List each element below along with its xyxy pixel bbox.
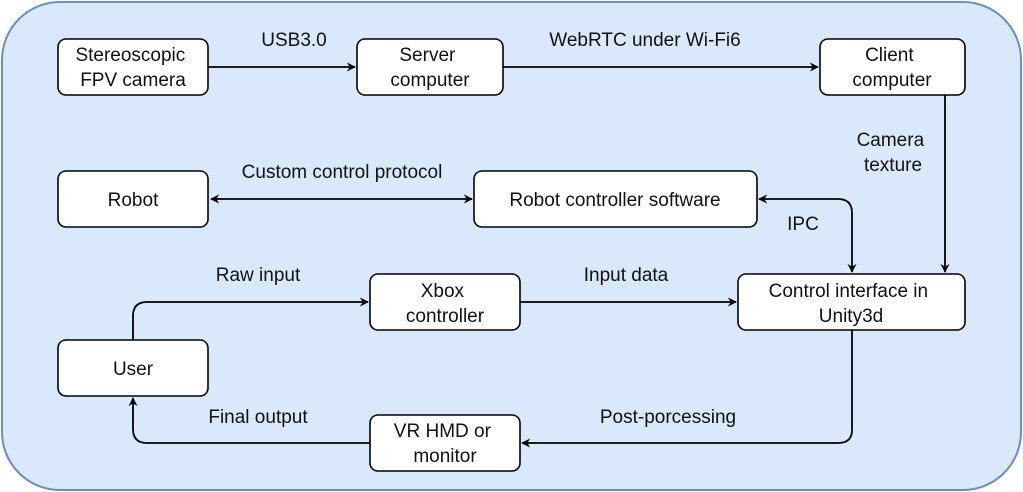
node-camera: Stereoscopic FPV camera [57, 38, 209, 96]
node-hmd-line2: monitor [413, 446, 477, 467]
node-robot-controller: Robot controller software [473, 170, 758, 228]
node-server-box [356, 38, 504, 96]
node-client-label: Client computer [852, 45, 932, 91]
label-ipc: IPC [787, 214, 819, 235]
label-usb: USB3.0 [261, 30, 326, 51]
node-client-line2: computer [852, 70, 932, 91]
label-camera-texture-line2: texture [864, 155, 922, 176]
edge-hmd-to-user [128, 397, 370, 444]
label-camera-texture-line1: Camera [857, 130, 925, 151]
label-post-processing: Post-porcessing [600, 407, 736, 428]
node-camera-label: Stereoscopic FPV camera [75, 45, 190, 91]
node-client-line1: Client [865, 45, 914, 66]
node-camera-box [57, 38, 209, 96]
node-robot-label: Robot [108, 190, 159, 211]
edge-interface-to-hmd [521, 330, 853, 448]
node-server-line1: Server [399, 45, 456, 66]
label-camera-texture: Camera texture [857, 130, 930, 176]
label-raw-input: Raw input [216, 265, 301, 286]
node-user-box [57, 339, 209, 397]
node-control-interface-label: Control interface in Unity3d [769, 281, 934, 327]
node-client: Client computer [819, 38, 966, 96]
node-robot-controller-label: Robot controller software [509, 190, 720, 211]
node-control-interface: Control interface in Unity3d [737, 273, 966, 331]
node-server: Server computer [356, 38, 504, 96]
node-robot-controller-box [473, 170, 758, 228]
node-user-label: User [113, 359, 154, 380]
node-control-interface-line1: Control interface in [769, 281, 928, 302]
node-hmd: VR HMD or monitor [369, 414, 521, 472]
edge-controller-to-interface [758, 194, 857, 273]
label-input-data: Input data [584, 265, 669, 286]
label-webrtc: WebRTC under Wi-Fi6 [549, 30, 740, 51]
node-xbox: Xbox controller [369, 273, 521, 331]
label-custom-protocol: Custom control protocol [242, 162, 443, 183]
node-control-interface-line2: Unity3d [819, 306, 883, 327]
node-hmd-line1: VR HMD or [394, 421, 492, 442]
node-server-line2: computer [390, 70, 470, 91]
node-camera-line1: Stereoscopic [75, 45, 185, 66]
node-control-interface-box [737, 273, 966, 331]
node-xbox-line2: controller [406, 306, 485, 327]
node-hmd-box [369, 414, 521, 472]
node-camera-line2: FPV camera [80, 70, 186, 91]
node-client-box [819, 38, 966, 96]
node-xbox-box [369, 273, 521, 331]
node-xbox-label: Xbox controller [406, 281, 485, 327]
node-robot: Robot [57, 170, 209, 228]
node-server-label: Server computer [390, 45, 470, 91]
node-robot-box [57, 170, 209, 228]
node-hmd-label: VR HMD or monitor [394, 421, 496, 467]
label-final-output: Final output [208, 407, 308, 428]
node-user: User [57, 339, 209, 397]
edge-user-to-xbox [132, 297, 369, 340]
node-xbox-line1: Xbox [421, 281, 465, 302]
